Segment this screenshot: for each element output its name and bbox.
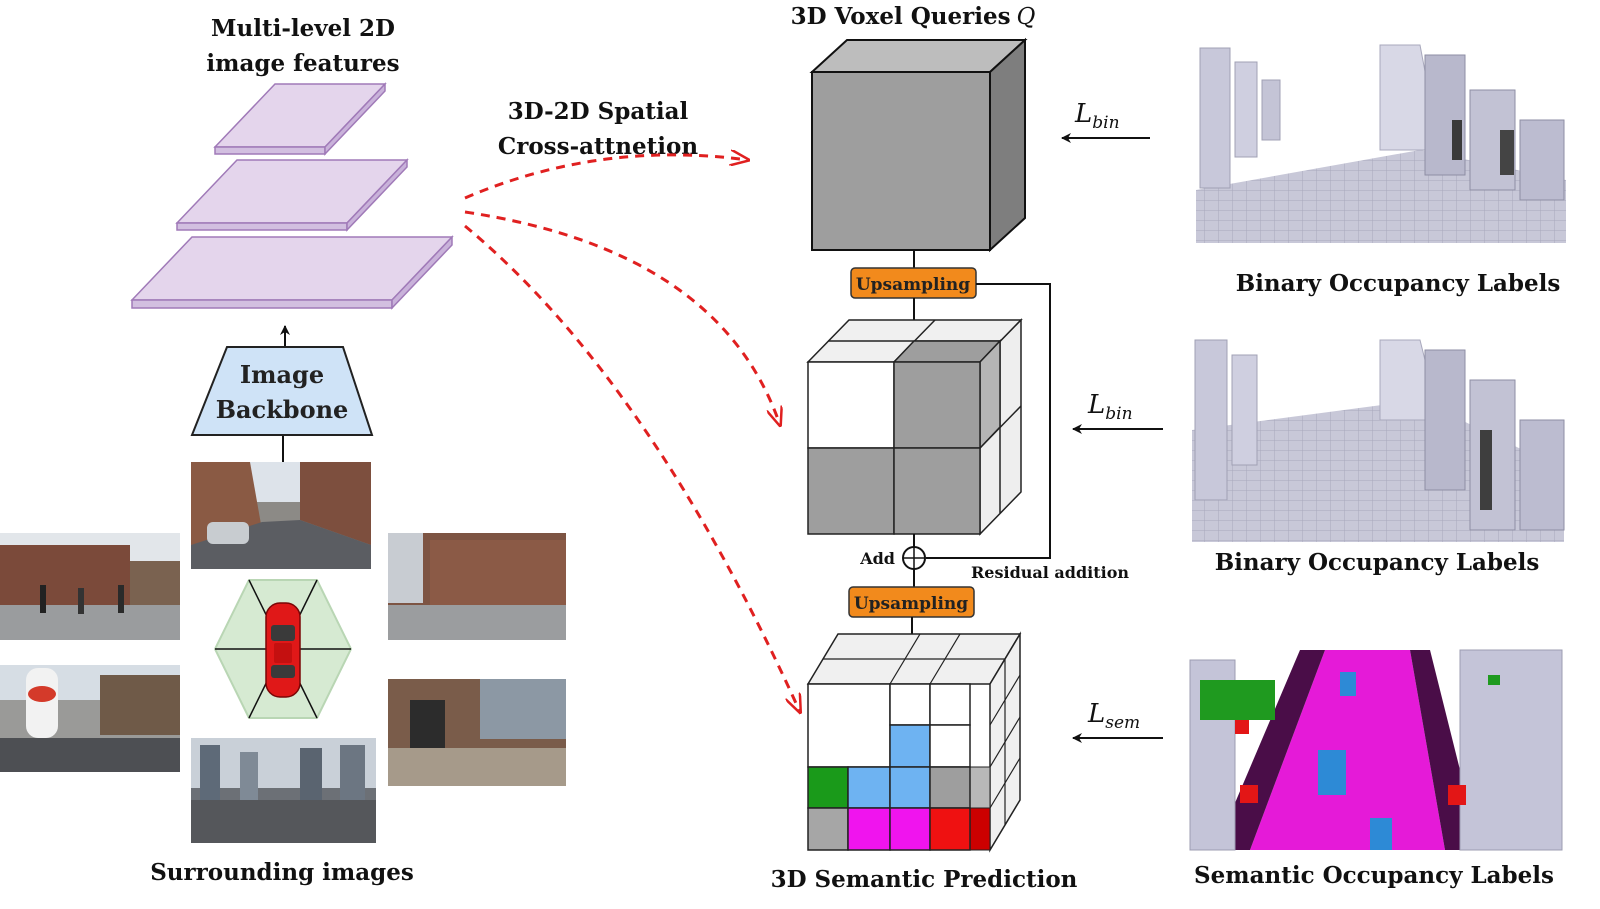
voxel-queries-symbol: Q	[1017, 4, 1036, 30]
camera-image-front-right	[388, 533, 566, 640]
feature-plane-middle	[175, 158, 409, 232]
loss-sem: Lsem	[1072, 699, 1163, 743]
feature-plane-bottom	[130, 235, 454, 310]
camera-image-front	[191, 462, 371, 569]
svg-text:Lbin: Lbin	[1074, 99, 1120, 133]
residual-connection-line	[926, 283, 1051, 559]
backbone-label-line2: Backbone	[216, 395, 349, 424]
svg-text:Lbin: Lbin	[1087, 390, 1133, 424]
upsampling-label-1: Upsampling	[856, 275, 970, 295]
binary-occupancy-image-1	[1196, 40, 1566, 243]
semantic-prediction-cube	[806, 631, 1022, 853]
cross-attention-arrow-1	[464, 155, 748, 200]
binary-occupancy-image-2	[1192, 335, 1565, 542]
image-backbone-block	[190, 346, 374, 436]
add-circle-icon	[902, 546, 926, 570]
voxel-queries-cube	[809, 37, 1028, 253]
surrounding-images-label: Surrounding images	[150, 859, 414, 886]
features-title-line1: Multi-level 2D	[211, 15, 395, 42]
camera-image-back-right	[388, 679, 566, 786]
cross-attention-label-line2: Cross-attnetion	[498, 133, 698, 160]
residual-addition-label: Residual addition	[971, 563, 1129, 582]
binary-labels-caption-2: Binary Occupancy Labels	[1215, 549, 1540, 576]
camera-image-front-left	[0, 533, 180, 640]
cross-attention-arrow-3	[464, 224, 800, 712]
semantic-prediction-label: 3D Semantic Prediction	[771, 866, 1078, 893]
features-title-line2: image features	[206, 50, 399, 77]
loss-bin-2: Lbin	[1072, 390, 1163, 434]
middle-voxel-cube	[806, 318, 1023, 536]
car-icon	[265, 602, 301, 698]
cross-attention-arrow-2	[464, 210, 780, 425]
svg-text:Lsem: Lsem	[1087, 699, 1140, 733]
backbone-label-line1: Image	[240, 360, 324, 389]
loss-bin-1: Lbin	[1061, 99, 1150, 143]
semantic-occupancy-image	[1189, 643, 1563, 851]
camera-image-back-left	[0, 665, 180, 772]
upsampling-label-2: Upsampling	[854, 594, 968, 614]
binary-labels-caption-1: Binary Occupancy Labels	[1236, 270, 1561, 297]
add-label: Add	[859, 549, 895, 568]
camera-image-back	[191, 738, 376, 843]
cross-attention-label-line1: 3D-2D Spatial	[508, 98, 689, 125]
feature-plane-top	[213, 82, 387, 156]
semantic-labels-caption: Semantic Occupancy Labels	[1194, 862, 1554, 889]
